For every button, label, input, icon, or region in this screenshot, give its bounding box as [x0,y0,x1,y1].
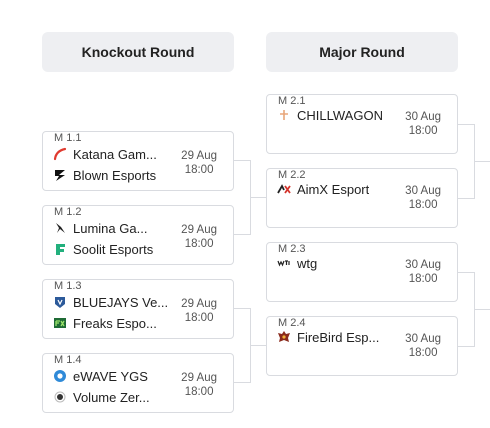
ewave-logo-icon [53,369,67,383]
bracket-connector [250,197,266,198]
match-datetime: 30 Aug 18:00 [405,110,441,138]
match-date: 30 Aug [405,259,441,271]
match-card-2-3[interactable]: M 2.3 wtg 30 Aug 18:00 [266,242,458,302]
match-id: M 1.3 [54,280,82,292]
team-name: Freaks Espo... [73,315,157,331]
match-id: M 1.2 [54,206,82,218]
bracket-connector [234,308,250,309]
match-time: 18:00 [184,164,214,176]
round-title: Major Round [319,44,405,60]
bracket-connector [458,272,474,273]
team-name: eWAVE YGS [73,368,148,384]
match-card-1-2[interactable]: M 1.2 Lumina Ga... Soolit Esports 29 Aug… [42,205,234,265]
team-row[interactable]: CHILLWAGON [277,105,383,125]
team-name: Blown Esports [73,167,157,183]
team-name: BLUEJAYS Ve... [73,294,169,310]
match-card-2-2[interactable]: M 2.2 AimX Esport 30 Aug 18:00 [266,168,458,228]
lumina-logo-icon [53,221,67,235]
bracket-connector [474,161,490,162]
wtg-logo-icon [277,256,291,270]
team-row[interactable]: Freaks Espo... [53,313,157,333]
match-date: 29 Aug [181,150,217,162]
team-name: CHILLWAGON [297,107,383,123]
round-header-knockout: Knockout Round [42,32,234,72]
bracket-connector [458,198,474,199]
match-date: 29 Aug [181,298,217,310]
match-time: 18:00 [408,347,438,359]
team-row[interactable]: AimX Esport [277,179,369,199]
match-id: M 2.3 [278,243,306,255]
team-row[interactable]: eWAVE YGS [53,366,148,386]
bracket-connector [234,160,250,161]
round-title: Knockout Round [81,44,195,60]
match-datetime: 30 Aug 18:00 [405,184,441,212]
bracket-connector [458,346,474,347]
match-id: M 1.1 [54,132,82,144]
match-time: 18:00 [408,273,438,285]
bracket-connector [234,234,250,235]
bracket-connector [474,309,490,310]
match-datetime: 29 Aug 18:00 [181,297,217,325]
firebird-logo-icon [277,330,291,344]
blown-logo-icon [53,168,67,182]
match-date: 30 Aug [405,333,441,345]
match-id: M 2.1 [278,95,306,107]
match-card-1-3[interactable]: M 1.3 BLUEJAYS Ve... Freaks Espo... 29 A… [42,279,234,339]
team-name: Volume Zer... [73,389,150,405]
team-row[interactable]: wtg [277,253,317,273]
match-datetime: 29 Aug 18:00 [181,149,217,177]
soolit-logo-icon [53,242,67,256]
match-date: 29 Aug [181,372,217,384]
aimx-logo-icon [277,182,291,196]
match-card-2-4[interactable]: M 2.4 FireBird Esp... 30 Aug 18:00 [266,316,458,376]
team-row[interactable]: Soolit Esports [53,239,153,259]
team-row[interactable]: BLUEJAYS Ve... [53,292,168,312]
team-row[interactable]: Blown Esports [53,165,156,185]
match-time: 18:00 [408,125,438,137]
match-date: 30 Aug [405,111,441,123]
team-row[interactable]: FireBird Esp... [277,327,379,347]
match-datetime: 30 Aug 18:00 [405,258,441,286]
katana-logo-icon [53,147,67,161]
match-time: 18:00 [184,312,214,324]
match-date: 30 Aug [405,185,441,197]
match-id: M 2.2 [278,169,306,181]
match-time: 18:00 [184,386,214,398]
team-row[interactable]: Volume Zer... [53,387,150,407]
match-datetime: 29 Aug 18:00 [181,371,217,399]
match-id: M 2.4 [278,317,306,329]
team-name: FireBird Esp... [297,329,380,345]
bluejays-logo-icon [53,295,67,309]
bracket-connector [234,382,250,383]
team-name: Katana Gam... [73,146,157,162]
match-id: M 1.4 [54,354,82,366]
match-datetime: 30 Aug 18:00 [405,332,441,360]
chillwagon-logo-icon [277,108,291,122]
bracket-connector [250,345,266,346]
freaks-logo-icon [53,316,67,330]
bracket-connector [458,124,474,125]
match-time: 18:00 [184,238,214,250]
match-card-1-1[interactable]: M 1.1 Katana Gam... Blown Esports 29 Aug… [42,131,234,191]
team-name: wtg [297,255,318,271]
volume-logo-icon [53,390,67,404]
team-name: AimX Esport [297,181,370,197]
match-date: 29 Aug [181,224,217,236]
team-row[interactable]: Lumina Ga... [53,218,147,238]
match-datetime: 29 Aug 18:00 [181,223,217,251]
team-row[interactable]: Katana Gam... [53,144,157,164]
team-name: Lumina Ga... [73,220,148,236]
round-header-major: Major Round [266,32,458,72]
match-time: 18:00 [408,199,438,211]
match-card-1-4[interactable]: M 1.4 eWAVE YGS Volume Zer... 29 Aug 18:… [42,353,234,413]
team-name: Soolit Esports [73,241,154,257]
match-card-2-1[interactable]: M 2.1 CHILLWAGON 30 Aug 18:00 [266,94,458,154]
